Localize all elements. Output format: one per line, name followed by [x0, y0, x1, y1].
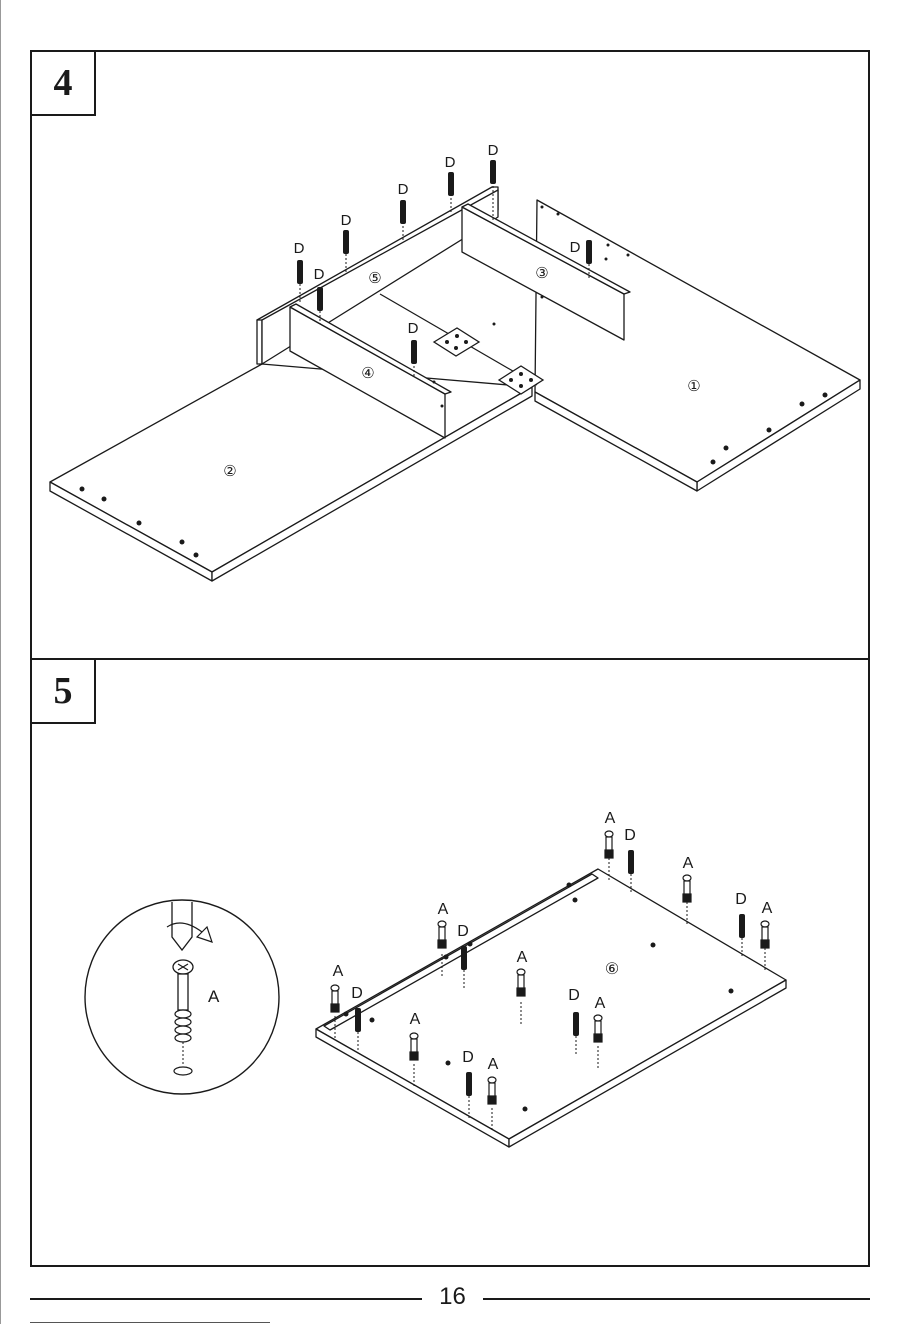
screw-label-d: D: [462, 1049, 474, 1066]
cam-bolt-a: [331, 985, 339, 1012]
bolt-label-a: A: [438, 901, 449, 918]
screw-label-d: D: [294, 240, 305, 257]
board-2-top: [50, 364, 532, 572]
bolt-label-a: A: [488, 1056, 499, 1073]
screw-label-d: D: [570, 239, 581, 256]
bolt-label-a: A: [333, 963, 344, 980]
cam-bolt-a: [761, 921, 769, 948]
step-5-panel: 5 A: [30, 658, 870, 1267]
screw-label-d: D: [398, 181, 409, 198]
page-edge: [0, 0, 1, 1324]
screw-label-d: D: [735, 891, 747, 908]
screw-label-d: D: [445, 154, 456, 171]
part-label-4: ④: [361, 365, 374, 382]
screw-label-d: D: [457, 923, 469, 940]
bottom-rule: [30, 1322, 270, 1323]
footer-rule-right: [483, 1298, 870, 1300]
cam-bolt-a: [488, 1077, 496, 1104]
page-number: 16: [422, 1282, 483, 1312]
bolt-label-a: A: [605, 810, 616, 827]
part-label-5: ⑤: [368, 270, 381, 287]
part-label-6: ⑥: [605, 961, 619, 978]
bolt-label-a: A: [683, 855, 694, 872]
screw-label-d: D: [624, 827, 636, 844]
connector-plate-1: [434, 328, 479, 356]
step-4-diagram: D D D D D D D D ① ② ③ ④ ⑤: [32, 52, 868, 658]
board-6-top: [316, 869, 786, 1139]
part-label-3: ③: [535, 265, 548, 282]
board-1-top: [535, 200, 860, 482]
board-5-front: [257, 320, 262, 364]
screw-label-d: D: [488, 142, 499, 159]
cam-bolt-detail: A: [85, 900, 279, 1094]
screw-label-d: D: [408, 320, 419, 337]
bolt-label-a: A: [595, 995, 606, 1012]
screw-label-d: D: [341, 212, 352, 229]
cam-bolt-a: [410, 1033, 418, 1060]
bolt-label-a: A: [517, 949, 528, 966]
cam-bolt-a: [438, 921, 446, 948]
step-4-panel: 4: [30, 50, 870, 660]
footer-rule-left: [30, 1298, 422, 1300]
step-5-diagram: A: [32, 660, 868, 1265]
cam-bolt-a: [594, 1015, 602, 1042]
cam-bolt-a: [683, 875, 691, 902]
bolt-label-a: A: [762, 900, 773, 917]
part-label-1: ①: [687, 378, 700, 395]
screw-label-d: D: [568, 987, 580, 1004]
detail-label-a: A: [208, 987, 220, 1006]
screw-label-d: D: [314, 266, 325, 283]
cam-bolt-a: [517, 969, 525, 996]
screw-label-d: D: [351, 985, 363, 1002]
cam-bolt-a: [605, 831, 613, 858]
part-label-2: ②: [223, 463, 236, 480]
bolt-label-a: A: [410, 1011, 421, 1028]
